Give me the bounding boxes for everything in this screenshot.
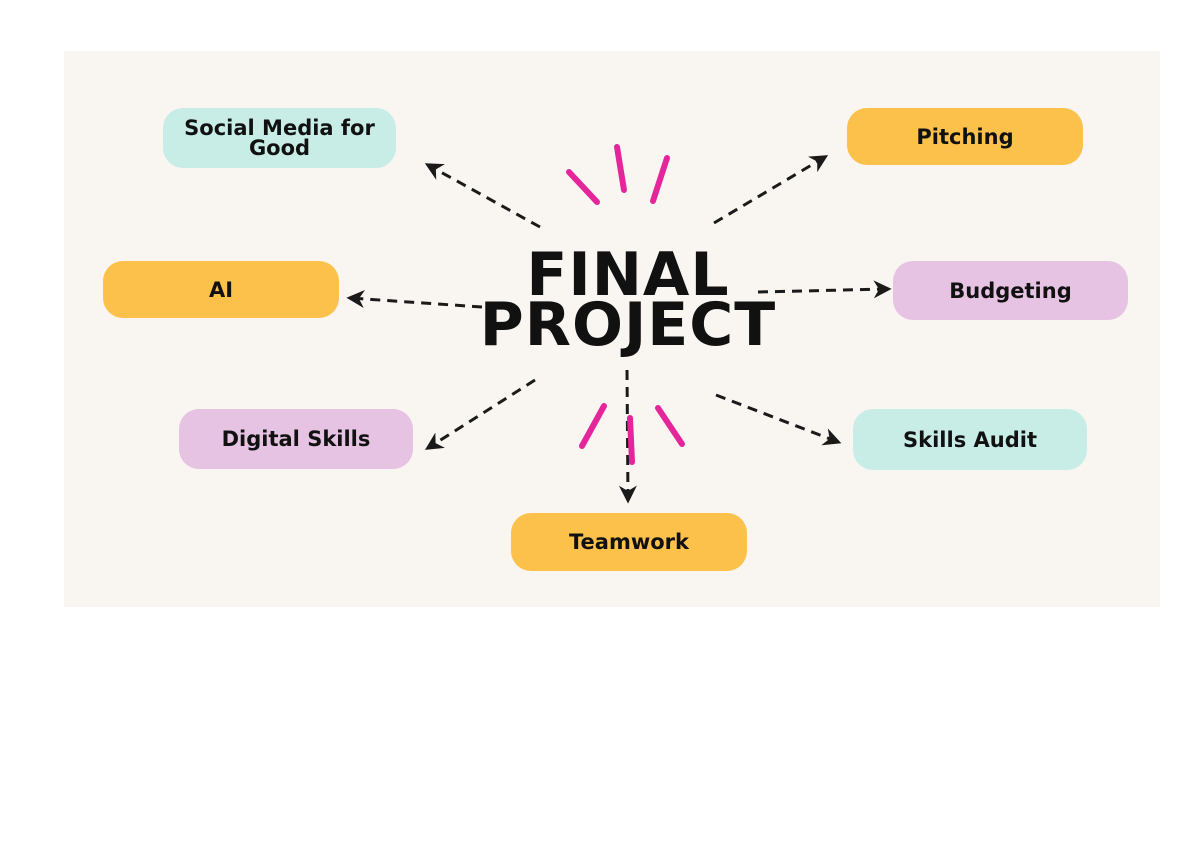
spark-bottom-right: [655, 405, 685, 447]
node-budgeting: Budgeting: [893, 261, 1128, 320]
node-digital-skills-label: Digital Skills: [221, 427, 371, 451]
arrow-to-pitching: [713, 155, 829, 225]
arrow-to-digital: [424, 378, 536, 450]
node-digital-skills: Digital Skills: [179, 409, 413, 469]
node-budgeting-label: Budgeting: [949, 278, 1072, 303]
node-teamwork-label: Teamwork: [569, 530, 689, 554]
center-title-line2: PROJECT: [479, 290, 777, 360]
spark-top-left: [566, 169, 600, 205]
node-ai: AI: [103, 261, 339, 318]
spark-marks: [566, 144, 685, 465]
center-title-line1: FINAL: [526, 240, 730, 310]
spark-bottom-center: [627, 415, 635, 465]
node-pitching-label: Pitching: [916, 124, 1014, 149]
arrow-to-social: [424, 163, 541, 229]
node-skills-audit: Skills Audit: [853, 409, 1087, 470]
spark-bottom-left: [579, 403, 607, 449]
spark-top-right: [650, 155, 670, 204]
arrow-to-ai: [346, 290, 483, 309]
node-social-media-label: Social Media for Good: [184, 116, 375, 160]
node-skills-audit-label: Skills Audit: [903, 427, 1037, 452]
node-teamwork: Teamwork: [511, 513, 747, 571]
arrow-to-budgeting: [757, 280, 892, 299]
arrow-to-skills-audit: [715, 393, 842, 446]
arrow-to-teamwork: [618, 369, 637, 504]
node-ai-label: AI: [208, 277, 234, 302]
center-title: FINAL PROJECT: [478, 240, 778, 360]
spark-top-center: [614, 144, 627, 193]
node-social-media-for-good: Social Media for Good: [163, 108, 396, 168]
node-pitching: Pitching: [847, 108, 1083, 165]
